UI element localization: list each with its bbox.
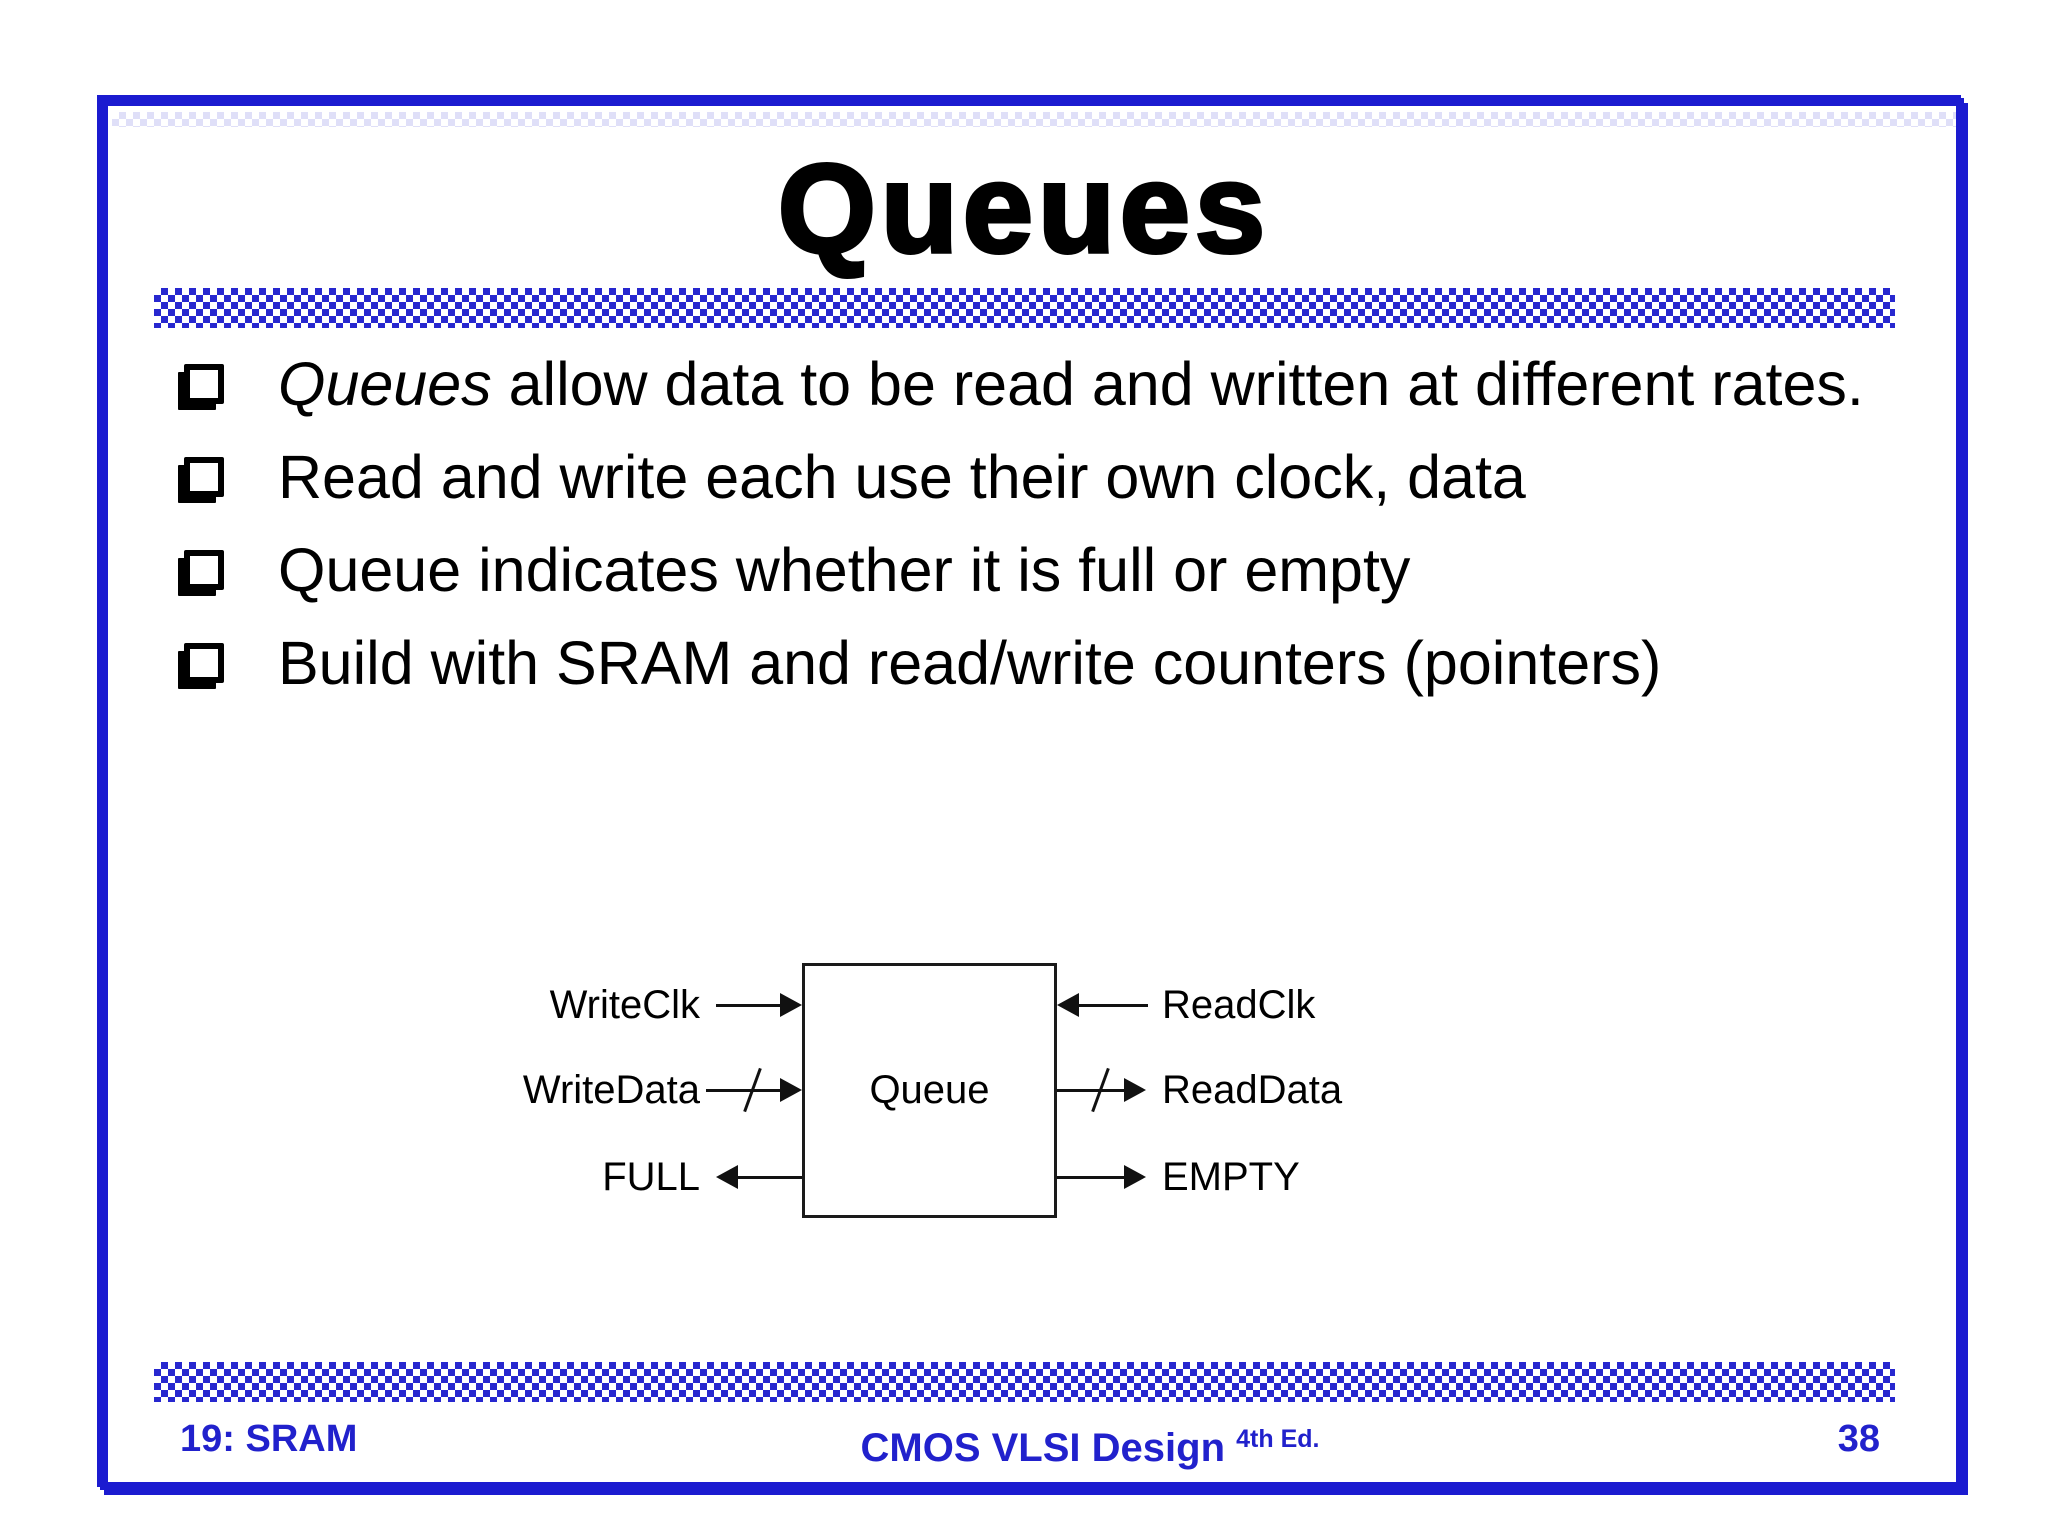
wire <box>1057 1176 1124 1179</box>
footer-lecture-label: 19: SRAM <box>180 1418 358 1460</box>
arrowhead-right-icon <box>780 993 802 1017</box>
bullet-item: Read and write each use their own clock,… <box>180 431 1920 524</box>
bullet-text: Read and write each use their own clock,… <box>278 443 1526 511</box>
square-bullet-icon <box>184 643 224 683</box>
bullet-text: Queue indicates whether it is full or em… <box>278 536 1411 604</box>
arrowhead-left-icon <box>716 1165 738 1189</box>
slide-border <box>100 98 1964 1490</box>
footer-divider-bar <box>154 1362 1895 1402</box>
bullet-item: Queue indicates whether it is full or em… <box>180 524 1920 617</box>
bullet-text-lead: Queues <box>278 350 492 418</box>
port-label-readdata: ReadData <box>1162 1068 1343 1112</box>
square-bullet-icon <box>184 364 224 404</box>
bullet-text: allow data to be read and written at dif… <box>491 350 1864 418</box>
arrowhead-right-icon <box>780 1078 802 1102</box>
wire <box>736 1176 802 1179</box>
port-label-empty: EMPTY <box>1162 1155 1300 1199</box>
bullet-list: Queues allow data to be read and written… <box>180 338 1920 710</box>
page-number: 38 <box>1837 1418 1880 1460</box>
bullet-text: Build with SRAM and read/write counters … <box>278 629 1662 697</box>
slide-title: Queues <box>776 138 1271 279</box>
footer-book-title: CMOS VLSI Design 4th Ed. <box>0 1416 2048 1471</box>
faint-top-checker-strip <box>112 112 1956 127</box>
port-label-writeclk: WriteClk <box>549 983 700 1027</box>
bullet-item: Queues allow data to be read and written… <box>180 338 1920 431</box>
port-label-readclk: ReadClk <box>1162 983 1316 1027</box>
queue-box: Queue <box>802 963 1057 1218</box>
arrowhead-left-icon <box>1057 993 1079 1017</box>
square-bullet-icon <box>184 457 224 497</box>
queue-box-label: Queue <box>869 1068 990 1112</box>
wire <box>716 1004 782 1007</box>
port-label-writedata: WriteData <box>522 1068 700 1112</box>
footer-book-title-text: CMOS VLSI Design <box>860 1426 1226 1470</box>
wire <box>1057 1089 1124 1092</box>
square-bullet-icon <box>184 550 224 590</box>
wire <box>706 1089 782 1092</box>
port-label-full: FULL <box>602 1155 700 1199</box>
title-divider-bar <box>154 288 1895 328</box>
wire <box>1079 1004 1148 1007</box>
arrowhead-right-icon <box>1124 1078 1146 1102</box>
arrowhead-right-icon <box>1124 1165 1146 1189</box>
footer-edition-superscript: 4th Ed. <box>1236 1425 1320 1453</box>
bullet-item: Build with SRAM and read/write counters … <box>180 617 1920 710</box>
